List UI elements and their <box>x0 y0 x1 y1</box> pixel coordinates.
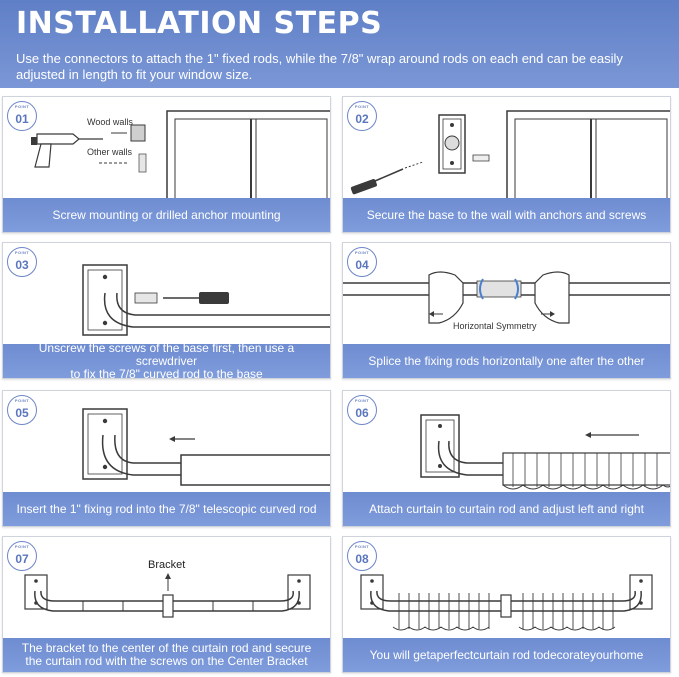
step-caption-03: Unscrew the screws of the base first, th… <box>3 341 330 378</box>
header-description: Use the connectors to attach the 1" fixe… <box>16 51 623 82</box>
curtain-icon <box>392 593 616 631</box>
center-bracket-icon <box>500 594 512 618</box>
step-card-06: POINT 06 Attach curtain to curtain rod a… <box>342 390 671 527</box>
drill-icon <box>31 133 103 168</box>
step-badge-05: POINT 05 <box>7 395 37 425</box>
step-08-illustration <box>360 574 653 631</box>
arrow-left-icon <box>585 432 591 438</box>
step-caption-01: Screw mounting or drilled anchor mountin… <box>3 198 330 232</box>
bracket-label: Bracket <box>148 559 186 571</box>
wall-plate-icon <box>420 414 460 478</box>
step-badge-04: POINT 04 <box>347 247 377 277</box>
wood-walls-label: Wood walls <box>87 117 133 127</box>
step-card-03: POINT 03 Unscrew the screws of the base … <box>2 242 331 379</box>
step-caption-06: Attach curtain to curtain rod and adjust… <box>343 492 670 526</box>
step-caption-05: Insert the 1" fixing rod into the 7/8" t… <box>3 492 330 526</box>
step-01-illustration <box>31 110 330 202</box>
step-badge-03: POINT 03 <box>7 247 37 277</box>
wall-plate-icon <box>82 408 128 480</box>
header-banner: INSTALLATION STEPS Use the connectors to… <box>0 0 679 88</box>
arrow-up-icon <box>165 573 171 579</box>
step-caption-02: Secure the base to the wall with anchors… <box>343 198 670 232</box>
right-hand-icon <box>534 271 570 324</box>
step-badge-06: POINT 06 <box>347 395 377 425</box>
step-badge-01: POINT 01 <box>7 101 37 131</box>
step-card-08: POINT 08 You will getaperfectcurtain rod… <box>342 536 671 673</box>
screwdriver-icon <box>199 292 229 304</box>
step-badge-07: POINT 07 <box>7 541 37 571</box>
wall-plate-icon <box>438 114 466 174</box>
step-card-05: POINT 05 Insert the 1" fixing rod into t… <box>2 390 331 527</box>
screwdriver-icon <box>350 168 404 195</box>
step-caption-08: You will getaperfectcurtain rod todecora… <box>343 638 670 672</box>
horizontal-symmetry-label: Horizontal Symmetry <box>453 321 537 331</box>
step-caption-04: Splice the fixing rods horizontally one … <box>343 344 670 378</box>
step-card-04: Horizontal Symmetry POINT 04 Splice the … <box>342 242 671 379</box>
step-card-01: Wood walls Other walls POINT 01 Screw mo… <box>2 96 331 233</box>
step-card-02: POINT 02 Secure the base to the wall wit… <box>342 96 671 233</box>
step-04-illustration <box>343 271 670 324</box>
center-bracket-icon <box>162 594 174 618</box>
step-card-07: Bracket POINT 07 The bracket to the cent… <box>2 536 331 673</box>
other-walls-label: Other walls <box>87 147 133 157</box>
page-title: INSTALLATION STEPS <box>16 6 383 41</box>
arrow-left-icon <box>169 436 175 442</box>
step-05-illustration <box>82 408 330 486</box>
step-caption-07: The bracket to the center of the curtain… <box>3 638 330 672</box>
step-02-illustration <box>350 110 670 202</box>
step-badge-08: POINT 08 <box>347 541 377 571</box>
step-06-illustration <box>420 414 670 490</box>
left-hand-icon <box>428 271 464 324</box>
step-03-illustration <box>82 264 330 336</box>
step-07-illustration <box>24 573 311 618</box>
curtain-icon <box>502 452 670 490</box>
step-badge-02: POINT 02 <box>347 101 377 131</box>
